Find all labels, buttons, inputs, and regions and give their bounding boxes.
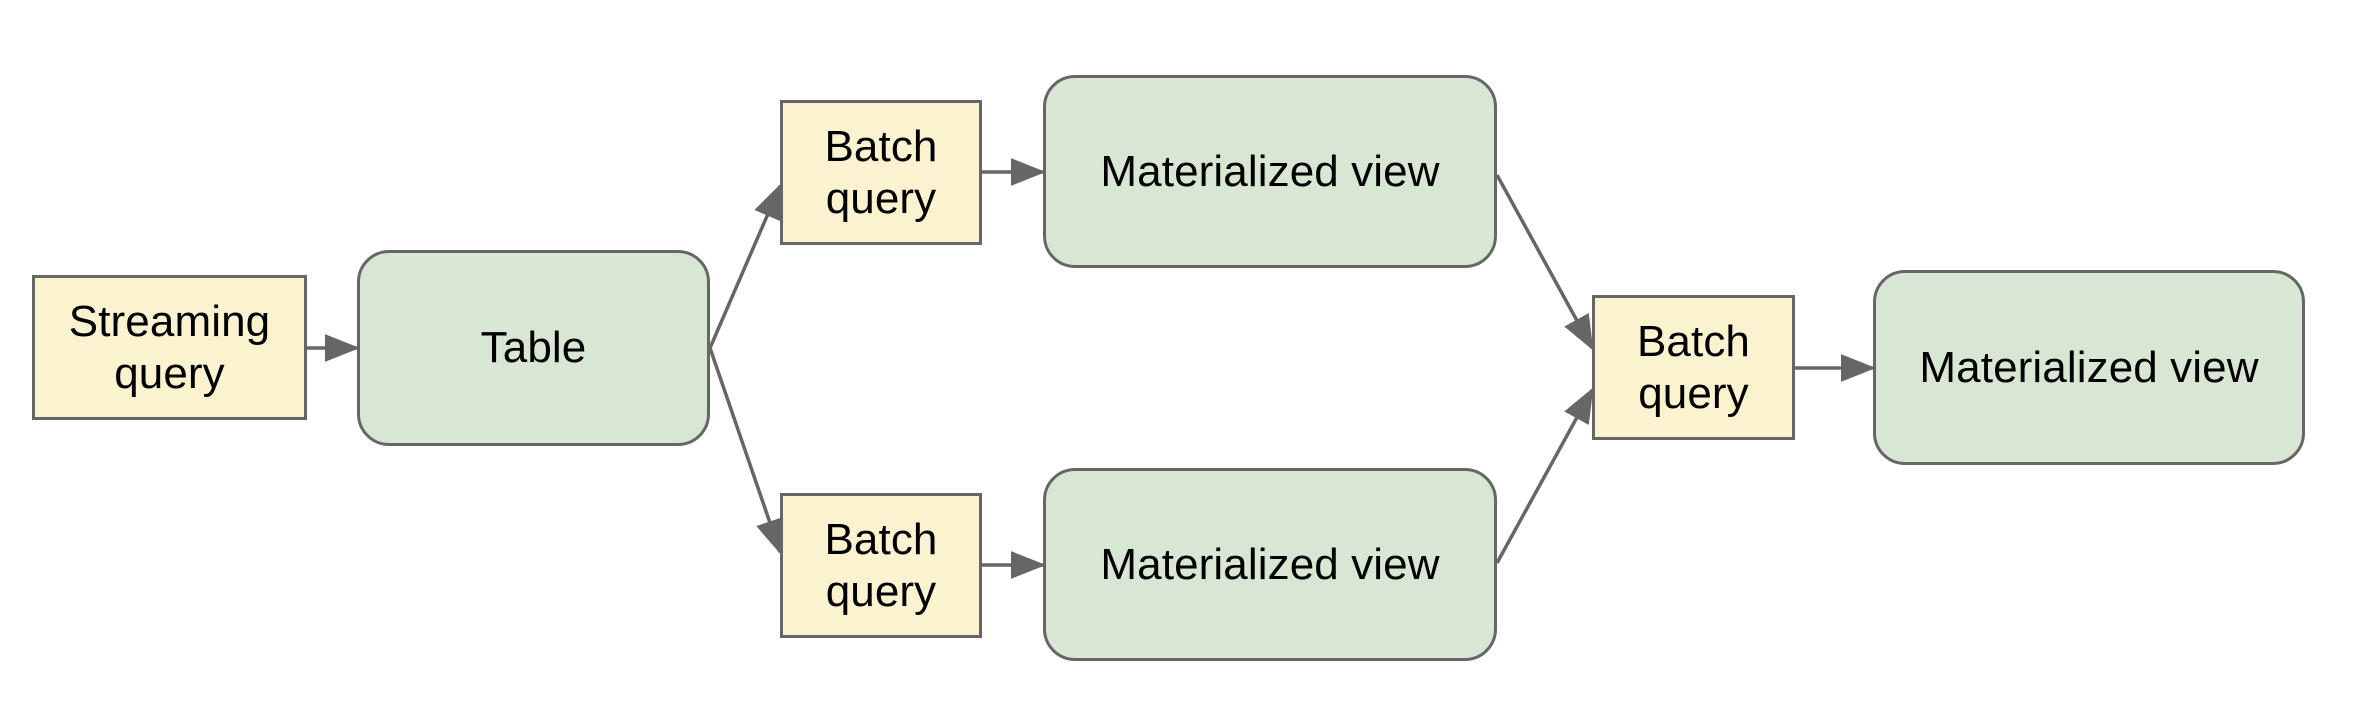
node-materialized-view-bottom[interactable]: Materialized view [1043, 468, 1497, 661]
edge-table-to-batch-top [708, 183, 782, 349]
node-materialized-view-final[interactable]: Materialized view [1873, 270, 2305, 465]
node-label-batch-query-top: Batch query [824, 121, 938, 223]
node-batch-query-top[interactable]: Batch query [780, 100, 982, 245]
node-label-materialized-view-final: Materialized view [1919, 342, 2259, 392]
edge-mv-bottom-to-batch-join [1495, 387, 1594, 564]
node-label-table: Table [480, 323, 587, 373]
node-batch-query-join[interactable]: Batch query [1592, 295, 1795, 440]
node-label-batch-query-join: Batch query [1636, 316, 1750, 418]
node-materialized-view-top[interactable]: Materialized view [1043, 75, 1497, 268]
node-streaming-query[interactable]: Streaming query [32, 275, 307, 420]
node-table[interactable]: Table [357, 250, 710, 446]
edge-table-to-batch-bottom [708, 347, 783, 555]
node-label-batch-query-bottom: Batch query [824, 514, 938, 616]
node-label-streaming-query: Streaming query [68, 296, 271, 398]
node-label-materialized-view-bottom: Materialized view [1100, 539, 1440, 589]
edge-mv-top-to-batch-join [1495, 174, 1594, 351]
node-label-materialized-view-top: Materialized view [1100, 146, 1440, 196]
node-batch-query-bottom[interactable]: Batch query [780, 493, 982, 638]
